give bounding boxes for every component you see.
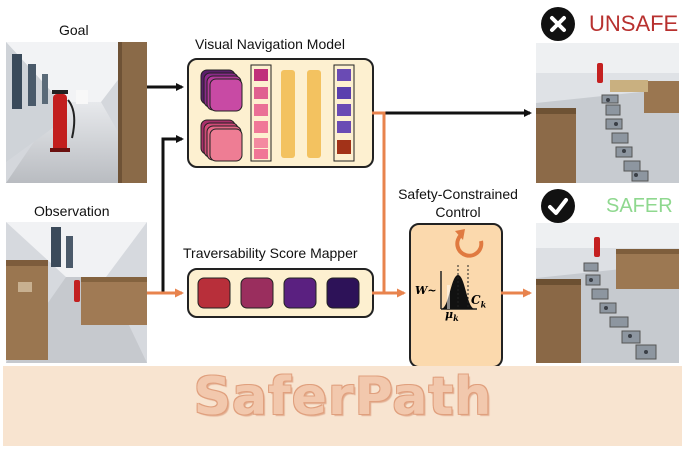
cross-circle-icon <box>541 7 575 41</box>
goal-label: Goal <box>59 22 89 38</box>
page-title: SaferPath <box>193 367 493 427</box>
unsafe-label: UNSAFE <box>589 11 679 36</box>
safety-constrained-control-label: Safety-Constrained Control <box>398 186 518 220</box>
circular-arrow-icon <box>455 229 484 258</box>
visual-navigation-model-label: Visual Navigation Model <box>195 36 345 52</box>
visual-navigation-model-features <box>200 64 355 162</box>
traversability-scores <box>197 277 360 309</box>
formula-c: Ck <box>471 293 487 310</box>
unsafe-result-image <box>536 43 679 183</box>
safer-label: SAFER <box>606 195 673 217</box>
safety-constrained-control-box: W~ μk Ck <box>409 223 503 368</box>
formula-w: W~ <box>415 284 437 297</box>
check-circle-icon <box>541 189 575 223</box>
formula-mu: μk <box>445 308 459 324</box>
safer-result-image <box>536 223 679 363</box>
title-banner <box>3 366 682 446</box>
traversability-score-mapper-label: Traversability Score Mapper <box>183 245 358 261</box>
observation-label: Observation <box>34 203 110 219</box>
observation-image <box>6 222 147 363</box>
goal-image <box>6 42 147 183</box>
distribution-plot <box>440 265 477 310</box>
